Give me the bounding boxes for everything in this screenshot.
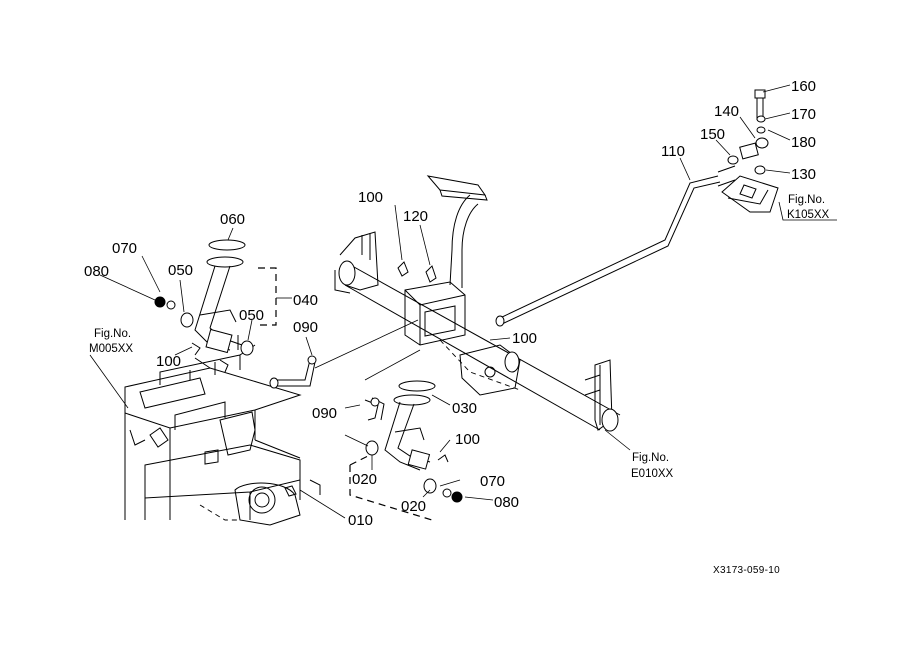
cross-shaft-assembly: [334, 175, 621, 432]
callout-090-top: 090: [293, 319, 318, 336]
callout-050-a: 050: [168, 262, 193, 279]
fig-ref-m005-label: Fig.No.: [94, 328, 131, 340]
callout-080-left: 080: [84, 263, 109, 280]
callout-040: 040: [293, 292, 318, 309]
control-rod: [495, 165, 736, 327]
fig-ref-m005-code: M005XX: [89, 343, 133, 355]
drawing-number: X3173-059-10: [713, 565, 780, 576]
callout-080-right: 080: [494, 494, 519, 511]
callout-020-b: 020: [401, 498, 426, 515]
yoke-hardware: [721, 89, 779, 213]
callout-010: 010: [348, 512, 373, 529]
left-pedal-group: [154, 239, 254, 373]
callout-100-top: 100: [358, 189, 383, 206]
figure-references: Fig.No. K105XX Fig.No. M005XX Fig.No. E0…: [89, 194, 830, 480]
callout-100-mid: 100: [512, 330, 537, 347]
main-frame-assembly: [124, 344, 321, 526]
callout-150: 150: [700, 126, 725, 143]
callout-180: 180: [791, 134, 816, 151]
group-brackets: [258, 267, 433, 521]
part-callouts: 160 170 140 180 150 110 130 100 120 060 …: [84, 78, 816, 529]
callout-030: 030: [452, 400, 477, 417]
callout-070-right: 070: [480, 473, 505, 490]
callout-020-a: 020: [352, 471, 377, 488]
link-rod-upper: [269, 355, 317, 389]
fig-ref-k105-label: Fig.No.: [788, 194, 825, 206]
leader-lines: [89, 84, 837, 519]
callout-090-low: 090: [312, 405, 337, 422]
callout-160: 160: [791, 78, 816, 95]
callout-100-left: 100: [156, 353, 181, 370]
fig-ref-k105-code: K105XX: [787, 209, 830, 221]
callout-050-b: 050: [239, 307, 264, 324]
callout-170: 170: [791, 106, 816, 123]
callout-110: 110: [661, 143, 685, 160]
right-pedal-group: [364, 380, 463, 503]
fig-ref-e010-label: Fig.No.: [632, 452, 669, 464]
callout-070-left: 070: [112, 240, 137, 257]
fig-ref-e010-code: E010XX: [631, 468, 674, 480]
callout-130: 130: [791, 166, 816, 183]
callout-100-right: 100: [455, 431, 480, 448]
callout-120: 120: [403, 208, 428, 225]
callout-060: 060: [220, 211, 245, 228]
callout-140: 140: [714, 103, 739, 120]
